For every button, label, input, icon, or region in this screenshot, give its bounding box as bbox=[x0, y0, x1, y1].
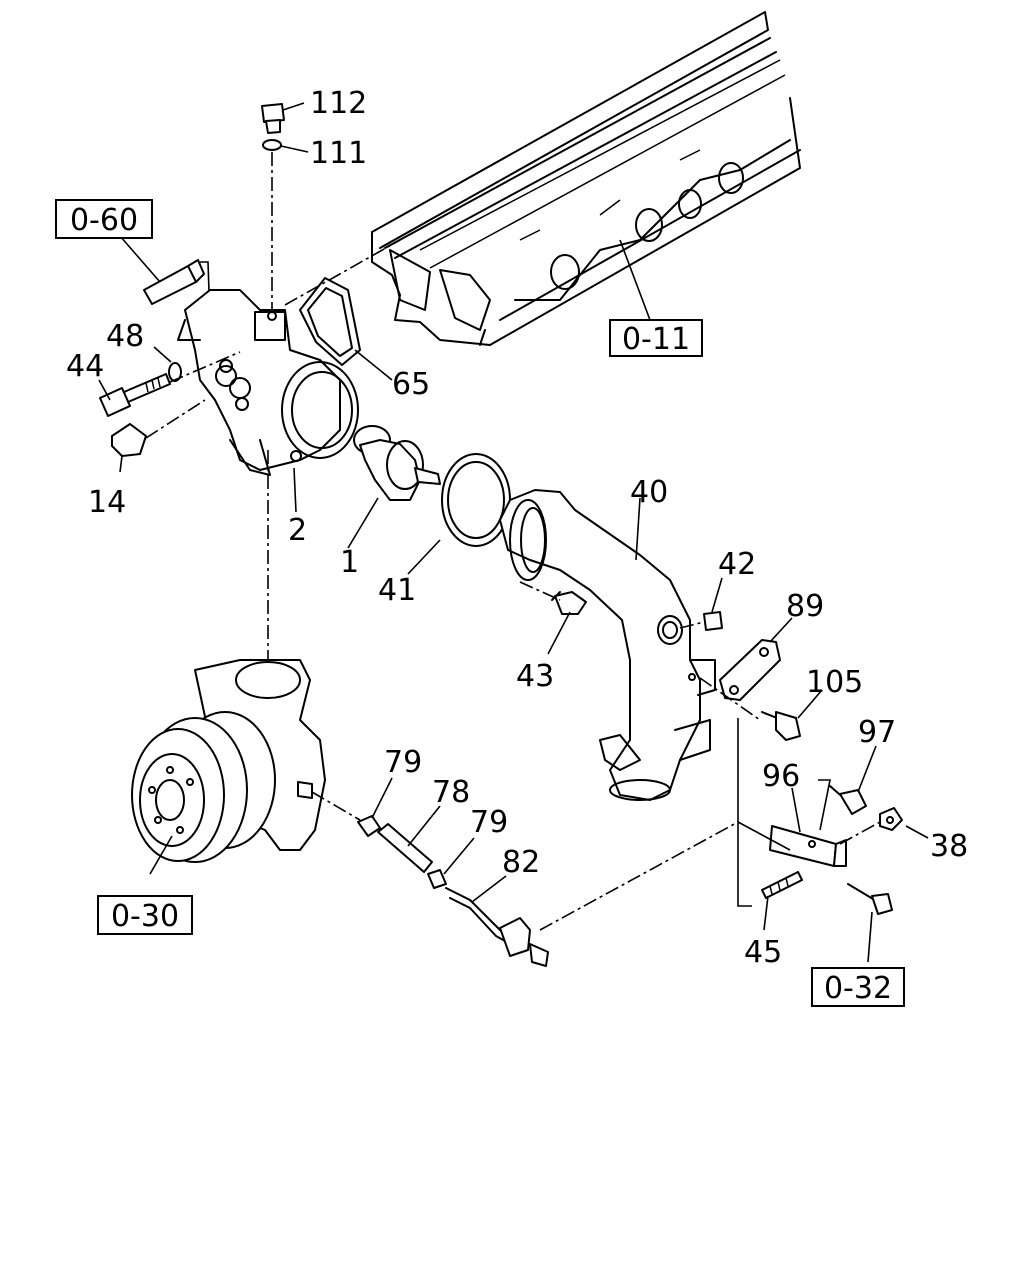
fitting-79-lower bbox=[427, 869, 447, 889]
label-38: 38 bbox=[930, 829, 968, 864]
label-42: 42 bbox=[718, 547, 756, 582]
label-96: 96 bbox=[762, 759, 800, 794]
label-111: 111 bbox=[310, 136, 367, 171]
bracket-96 bbox=[769, 825, 847, 867]
label-48: 48 bbox=[106, 319, 144, 354]
label-43: 43 bbox=[516, 659, 554, 694]
axis-line-96 bbox=[839, 821, 881, 845]
axis-line-pipe bbox=[539, 821, 739, 931]
nut-38 bbox=[879, 807, 903, 831]
bolt-97 bbox=[829, 785, 867, 815]
leader-pipe-bracket bbox=[737, 718, 752, 907]
water-pump bbox=[131, 659, 326, 863]
ref-label-0-30: 0-30 bbox=[111, 899, 179, 934]
axis-line-cap bbox=[145, 399, 206, 439]
label-105: 105 bbox=[806, 665, 863, 700]
label-45: 45 bbox=[744, 935, 782, 970]
label-82: 82 bbox=[502, 845, 540, 880]
gasket-65 bbox=[299, 277, 361, 366]
label-89: 89 bbox=[786, 589, 824, 624]
axis-line-head bbox=[284, 239, 401, 306]
washer-48 bbox=[168, 362, 182, 382]
ref-box-0-11[interactable]: 0-11 bbox=[609, 319, 703, 357]
axis-line-89 bbox=[699, 677, 761, 721]
leader-pipe-bracket2 bbox=[737, 821, 791, 851]
gasket-41 bbox=[441, 453, 511, 547]
label-40: 40 bbox=[630, 475, 668, 510]
ref-label-0-60: 0-60 bbox=[70, 203, 138, 238]
bolt-0-32 bbox=[847, 883, 893, 915]
label-78: 78 bbox=[432, 775, 470, 810]
ref-label-0-11: 0-11 bbox=[622, 322, 690, 357]
label-44: 44 bbox=[66, 349, 104, 384]
axis-line-pump bbox=[311, 791, 361, 821]
part-leaders bbox=[98, 102, 929, 963]
hose-78 bbox=[377, 823, 433, 873]
bracket-89 bbox=[719, 639, 781, 701]
label-2: 2 bbox=[288, 513, 307, 548]
fitting-79-upper bbox=[357, 815, 381, 837]
axis-line-42 bbox=[679, 621, 705, 629]
label-112: 112 bbox=[310, 86, 367, 121]
ref-label-0-32: 0-32 bbox=[824, 971, 892, 1006]
label-79-lower: 79 bbox=[470, 805, 508, 840]
leader-0-11 bbox=[619, 239, 651, 321]
bolt-43 bbox=[551, 591, 587, 615]
bolt-44 bbox=[99, 373, 171, 417]
ref-box-0-60[interactable]: 0-60 bbox=[55, 199, 153, 239]
water-pipe bbox=[499, 489, 716, 801]
label-65: 65 bbox=[392, 367, 430, 402]
bolt-105 bbox=[761, 711, 801, 741]
thermostat-housing bbox=[177, 289, 359, 476]
label-97: 97 bbox=[858, 715, 896, 750]
plug-bolt-112 bbox=[261, 103, 285, 151]
ref-box-0-30[interactable]: 0-30 bbox=[97, 895, 193, 935]
label-79-upper: 79 bbox=[384, 745, 422, 780]
cylinder-head bbox=[371, 11, 801, 346]
label-1: 1 bbox=[340, 545, 359, 580]
thermostat bbox=[353, 425, 441, 501]
axis-line-bolt bbox=[169, 351, 241, 383]
label-14: 14 bbox=[88, 485, 126, 520]
plug-42 bbox=[703, 611, 723, 631]
ref-box-0-32[interactable]: 0-32 bbox=[811, 967, 905, 1007]
cap-14 bbox=[111, 423, 147, 457]
sensor bbox=[143, 259, 205, 305]
label-41: 41 bbox=[378, 573, 416, 608]
leader-65 bbox=[354, 349, 393, 381]
stud-45 bbox=[761, 871, 803, 899]
leader-0-60 bbox=[119, 235, 161, 283]
leader-97-link bbox=[818, 779, 831, 831]
axis-line-43 bbox=[519, 581, 561, 601]
pipe-82 bbox=[445, 887, 549, 967]
